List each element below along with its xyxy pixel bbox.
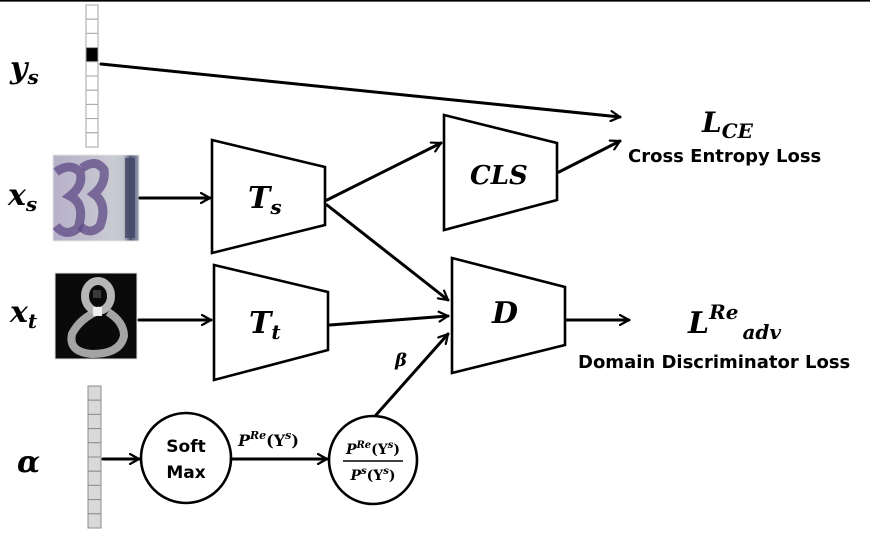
cls-label: CLS — [470, 161, 528, 191]
alpha-vector-cell — [87, 442, 102, 458]
ratio-numerator: PRe(Ys) — [345, 440, 400, 458]
softmax-node — [139, 411, 233, 505]
ys-vector-cell — [85, 4, 99, 20]
alpha-vector-cell — [87, 499, 102, 515]
arrow-cls-to-lce — [557, 139, 622, 174]
ladv-symbol: LReadv — [687, 300, 781, 344]
ratio-node — [327, 414, 419, 506]
arrow-ys-to-lce — [99, 62, 622, 117]
ys-vector-cell — [85, 75, 99, 91]
softmax-output-label: PRe(Ys) — [237, 429, 299, 450]
arrow-ts-to-cls — [325, 143, 443, 202]
xs-source-image — [52, 154, 140, 242]
ys-vector-cell — [85, 89, 99, 105]
d-label: D — [491, 296, 518, 331]
ys-label: ys — [9, 51, 39, 89]
arrow-tt-to-d — [328, 316, 450, 327]
lce-caption: Cross Entropy Loss — [628, 146, 821, 167]
beta-label: β — [394, 350, 407, 371]
ys-vector-cell — [85, 118, 99, 134]
ys-vector-cell — [85, 47, 99, 63]
xs-label: xs — [7, 178, 37, 216]
xt-label: xt — [9, 295, 38, 333]
alpha-vector-cell — [87, 413, 102, 430]
d-discriminator — [450, 256, 567, 375]
alpha-vector-cell — [87, 513, 102, 529]
ratio-denominator: Ps(Ys) — [349, 466, 395, 484]
cls-classifier — [442, 113, 559, 232]
lce-symbol: LCE — [701, 106, 754, 143]
ys-one-hot-vector — [85, 4, 99, 148]
alpha-vector-cell — [87, 456, 102, 472]
tt-label: Tt — [249, 306, 281, 344]
alpha-vector-cell — [87, 385, 102, 401]
ts-encoder — [210, 138, 327, 255]
ladv-caption: Domain Discriminator Loss — [578, 352, 850, 373]
ys-vector-cell — [85, 132, 99, 148]
ys-vector-cell — [85, 32, 99, 49]
arrow-ratio-to-d-beta — [374, 332, 450, 417]
alpha-label: α — [17, 445, 40, 480]
tt-encoder — [212, 263, 330, 382]
ts-label: Ts — [248, 181, 282, 219]
xt-target-image — [54, 272, 138, 360]
ys-vector-cell — [85, 103, 99, 120]
alpha-vector-cell — [87, 428, 102, 444]
alpha-vector-cell — [87, 399, 102, 415]
alpha-vector-cell — [87, 470, 102, 486]
ys-vector-cell — [85, 61, 99, 77]
softmax-label-line2: Max — [166, 463, 205, 483]
arrow-ts-to-d — [325, 203, 450, 302]
ys-vector-cell — [85, 18, 99, 34]
softmax-label-line1: Soft — [166, 437, 205, 457]
alpha-vector — [87, 385, 102, 529]
alpha-vector-cell — [87, 484, 102, 501]
